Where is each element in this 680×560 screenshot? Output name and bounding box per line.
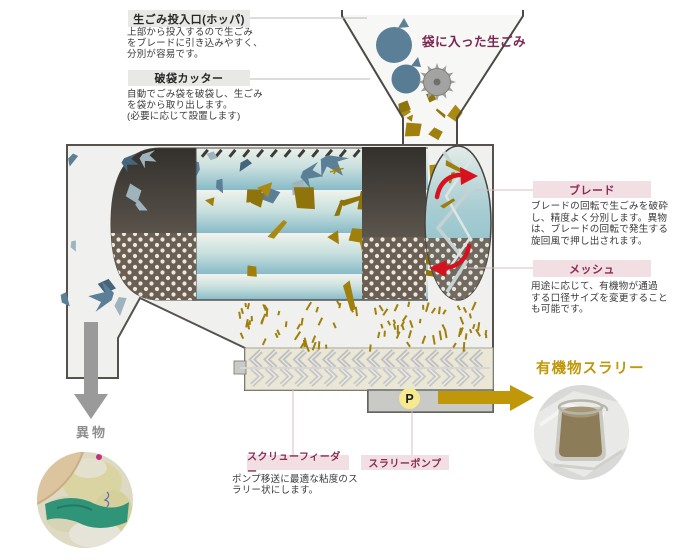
organic-particles-falling [238,300,488,352]
hopper-callout-title: 生ごみ投入口(ホッパ) [128,10,250,27]
slurry-pump-callout-title: スラリーポンプ [361,455,449,470]
screw-feeder-callout-title: スクリューフィーダー [247,452,349,478]
foreign-matter-down-arrow-icon [74,322,108,419]
drum-left-cap [110,147,197,301]
mesh-pattern-ring [362,237,426,299]
mesh-callout-desc: 用途に応じて、有機物が通過 する口径サイズを変更すること も可能です。 [531,281,668,316]
drum-open-face [424,145,492,301]
bag-cutter-saw-icon [418,63,456,101]
bag-cutter-callout-title: 破袋カッター [128,70,250,86]
pump-p-badge: P [399,388,420,409]
rotation-arrow-top-icon [434,167,478,200]
slurry-right-arrow-icon [438,385,534,411]
leader-lines [250,17,533,456]
slurry-beaker-image [534,385,629,480]
blade-lines [435,151,471,293]
hopper-callout-desc: 上部から投入するので生ごみ をブレードに引き込みやすく、 分別が容易です。 [127,27,263,60]
drum-right-ring [362,147,426,299]
foreign-matter-photo [37,452,133,548]
mesh-callout-title: メッシュ [533,260,651,277]
garbage-bags [376,18,421,94]
blade-callout-desc: ブレードの回転で生ごみを破砕 し、精度よく分別します。異物 は、ブレードの回転で… [531,201,669,247]
plastic-bags-image [37,452,133,548]
foreign-debris-exiting [60,150,157,316]
organic-slurry-annotation: 有機物スラリー [536,361,645,377]
hopper-wall-right [456,10,524,144]
organic-slurry-photo [534,385,629,480]
screw-feeder-callout-desc: ポンプ移送に最適な粘度のス ラリー状にします。 [232,474,358,496]
blade-callout-title: ブレード [533,181,651,198]
bag-cutter-callout-desc: 自動でごみ袋を破袋し、生ごみ を袋から取り出します。 (必要に応じて設置します) [127,89,263,122]
screw-flights [240,349,490,387]
bagged-waste-annotation: 袋に入った生ごみ [422,35,527,49]
foreign-matter-annotation: 異物 [76,425,109,440]
hopper-wall-left [341,10,404,144]
rotation-arrow-bottom-icon [429,243,472,277]
